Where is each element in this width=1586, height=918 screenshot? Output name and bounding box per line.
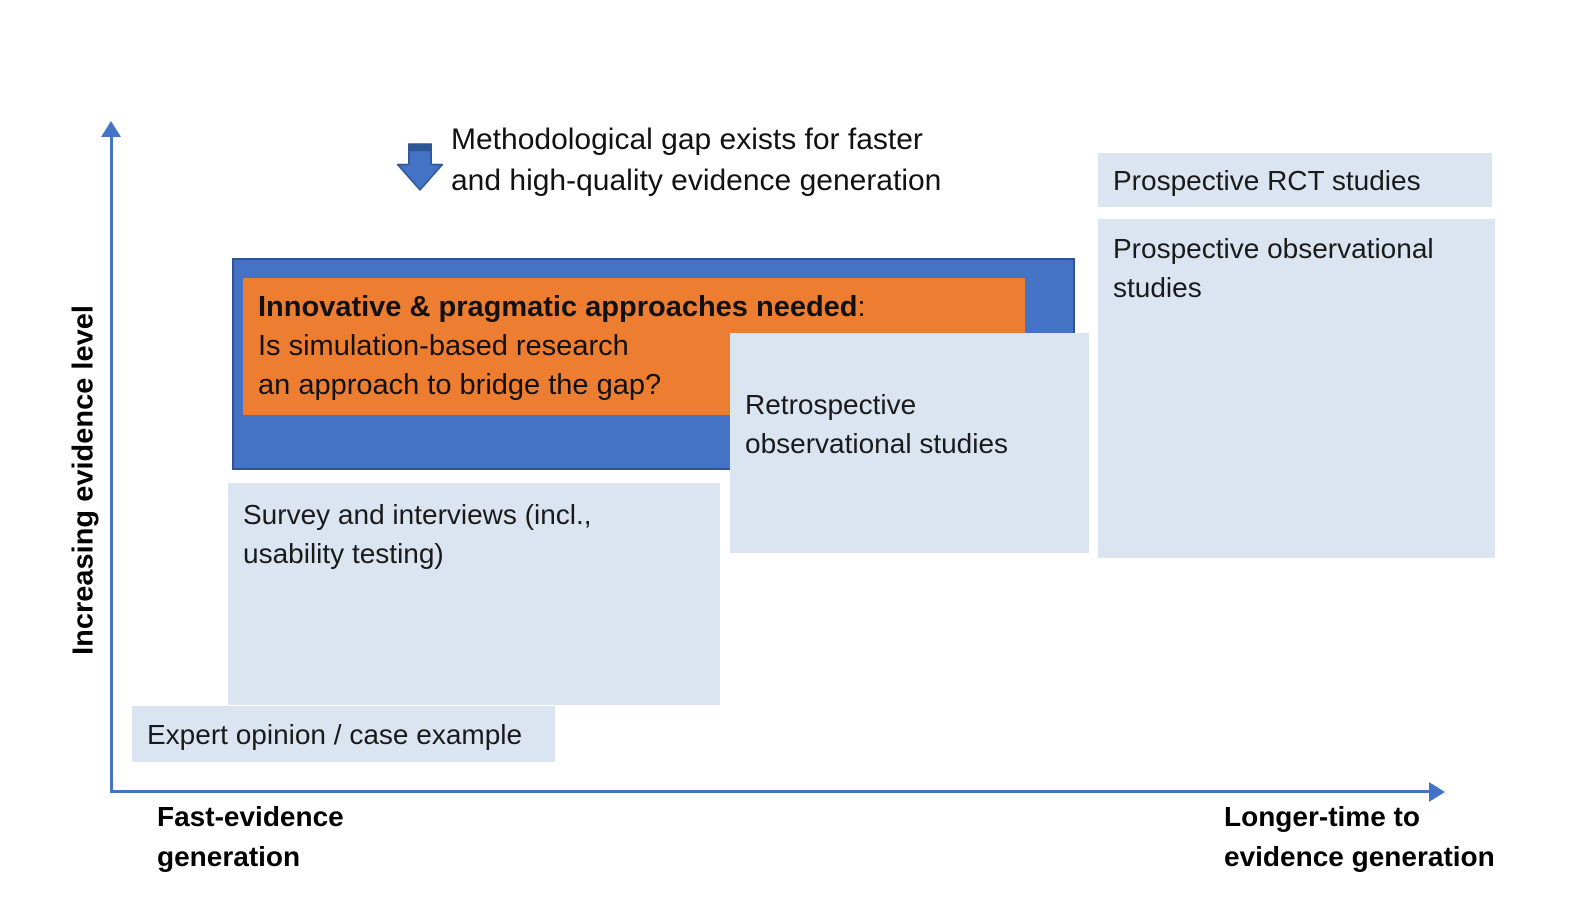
y-axis-arrowhead-icon [101, 121, 121, 137]
innovative-approaches-line3: an approach to bridge the gap? [258, 369, 662, 401]
innovative-approaches-box: Innovative & pragmatic approaches needed… [243, 278, 1025, 415]
innovative-approaches-line1: Innovative & pragmatic approaches needed… [258, 288, 1025, 327]
x-axis-line [110, 790, 1432, 793]
gap-note-text: Methodological gap exists for faster and… [451, 123, 942, 197]
innovative-approaches-line1-bold: Innovative & pragmatic approaches needed [258, 291, 858, 323]
innovative-approaches-line1-colon: : [857, 291, 866, 323]
y-axis-label: Increasing evidence level [67, 305, 100, 655]
prospective-observational-box: Prospective observational studies [1098, 219, 1495, 558]
expert-opinion-box: Expert opinion / case example [132, 706, 555, 762]
innovative-approaches-line2: Is simulation-based research [258, 330, 629, 362]
retrospective-observational-box: Retrospective observational studies [730, 333, 1089, 553]
down-arrow-icon [396, 143, 444, 191]
x-axis-arrowhead-icon [1429, 782, 1445, 802]
x-axis-label-right: Longer-time to evidence generation [1224, 801, 1495, 872]
x-axis-label-left: Fast-evidence generation [157, 801, 344, 872]
y-axis-line [110, 134, 113, 792]
survey-interviews-box: Survey and interviews (incl., usability … [228, 483, 720, 705]
prospective-rct-box: Prospective RCT studies [1098, 153, 1492, 207]
